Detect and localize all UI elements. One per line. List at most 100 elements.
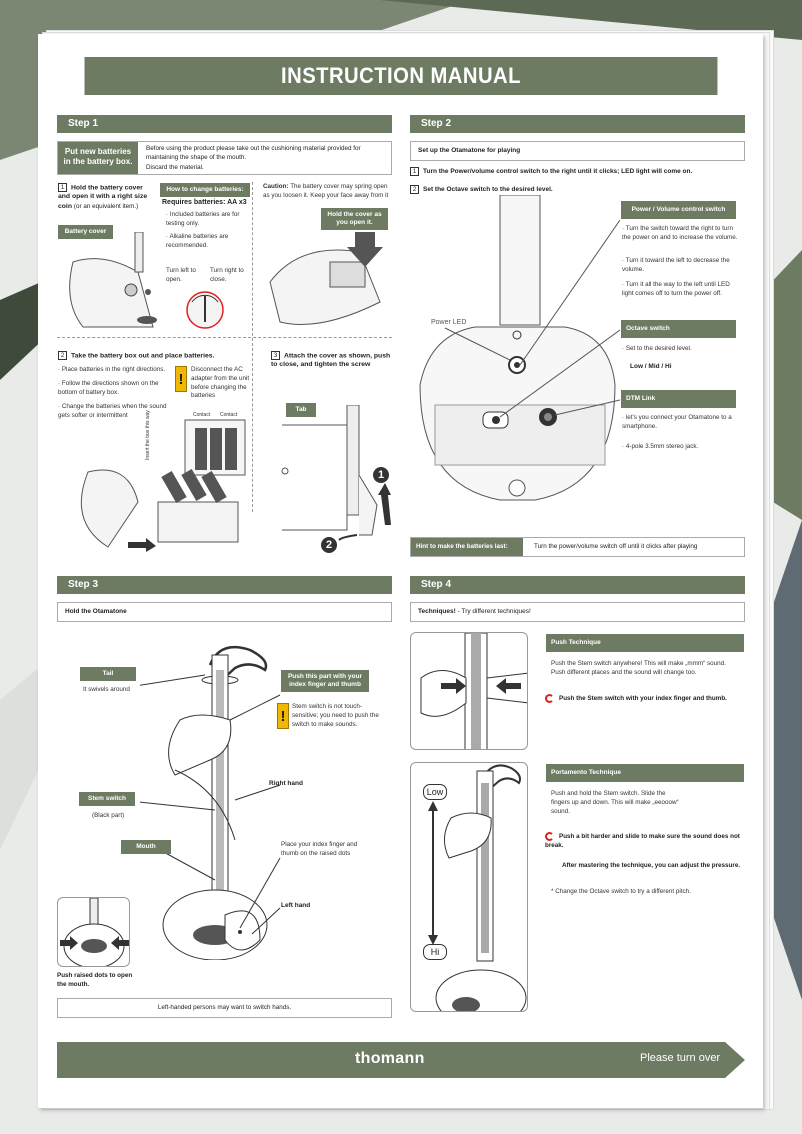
bullet-included-text: Included batteries are for testing only.	[166, 211, 240, 227]
power-bullet-2-text: Turn it toward the left to decrease the …	[622, 257, 730, 273]
step1-intro-label: Put new batteries in the battery box.	[58, 142, 138, 174]
tab-label: Tab	[286, 403, 316, 417]
power-bullet-3: · Turn it all the way to the left until …	[622, 281, 730, 297]
push-technique-text: Push the Stem switch anywhere! This will…	[551, 660, 726, 676]
divider-horizontal	[57, 337, 392, 338]
portamento-tip-1: Push a bit harder and slide to make sure…	[545, 832, 745, 850]
caution-body: The battery cover may spring open as you…	[263, 183, 389, 199]
brand-logo: thomann	[355, 1050, 425, 1067]
bullet-included: · Included batteries are for testing onl…	[166, 211, 240, 227]
bullet-alkaline-text: Alkaline batteries are recommended.	[166, 233, 229, 249]
step1-heading: Step 1	[57, 115, 392, 133]
portamento-label: Portamento Technique	[546, 764, 744, 782]
step2-item1-text: Turn the Power/volume control switch to …	[423, 168, 693, 176]
tail-label: Tail	[80, 667, 136, 681]
step1-intro-line-2: Discard the material.	[146, 164, 204, 171]
item2-bullet-1: · Place batteries in the right direction…	[58, 366, 166, 373]
hint-box: Hint to make the batteries last: Turn th…	[410, 537, 745, 557]
step2-setup-text: Set up the Otamatone for playing	[418, 147, 521, 154]
step2-item2-num: 2	[410, 185, 419, 194]
step1-item2-title: 2 Take the battery box out and place batt…	[58, 351, 248, 360]
power-volume-label: Power / Volume control switch	[621, 201, 736, 219]
hi-pitch-badge: Hi	[423, 944, 447, 960]
step2-item2-text: Set the Octave switch to the desired lev…	[423, 186, 553, 194]
dtm-bullet-2-text: 4-pole 3.5mm stereo jack.	[625, 443, 699, 450]
mouth-detail-illustration	[60, 898, 129, 966]
insert-direction-text: Insert the box this way	[145, 410, 151, 460]
step1-item1-num: 1	[58, 183, 67, 192]
left-handed-box: Left-handed persons may want to switch h…	[57, 998, 392, 1018]
hold-cover-label: Hold the cover as you open it.	[321, 208, 388, 230]
step4-heading: Step 4	[410, 576, 745, 594]
circle-one-badge: 1	[373, 467, 389, 483]
push-part-label: Push this part with your index finger an…	[281, 670, 369, 692]
step2-item1-num: 1	[410, 167, 419, 176]
otamatone-switch-illustration	[419, 195, 620, 501]
push-technique-frame	[410, 632, 528, 750]
warning-icon: !	[175, 366, 187, 392]
hint-text: Turn the power/volume switch off until i…	[534, 543, 698, 550]
warn-ac-text: Disconnect the AC adapter from the unit …	[191, 366, 250, 400]
step2-item1: 1 Turn the Power/volume control switch to…	[410, 167, 750, 177]
mouth-detail-frame	[57, 897, 130, 967]
step1-item3-num: 3	[271, 351, 280, 360]
step3-hold-box: Hold the Otamatone	[57, 602, 392, 622]
page-title: INSTRUCTION MANUAL	[84, 57, 718, 95]
step1-item2-text: Take the battery box out and place batte…	[71, 352, 215, 360]
hold-cover-illustration	[269, 232, 383, 325]
turn-dial-illustration	[186, 291, 224, 329]
divider-vertical	[252, 182, 253, 512]
octave-switch-label: Octave switch	[621, 320, 736, 338]
step3-heading: Step 3	[57, 576, 392, 594]
porta-tip-marker-icon	[545, 832, 554, 841]
item2-bullet-1-text: Place batteries in the right directions.	[61, 366, 166, 373]
push-dots-text: Push raised dots to open the mouth.	[57, 972, 133, 988]
battery-box-illustration	[184, 419, 246, 476]
battery-cover-label: Battery cover	[58, 225, 113, 239]
tail-sub: It swivels around	[83, 686, 130, 693]
portamento-illustration	[428, 764, 527, 1011]
step1-intro-box: Put new batteries in the battery box. Be…	[57, 141, 392, 175]
tip-marker-icon	[545, 694, 554, 703]
push-technique-tip: Push the Stem switch with your index fin…	[545, 694, 745, 704]
caution-text: Caution: The battery cover may spring op…	[263, 183, 393, 201]
step4-techniques-box: Techniques! - Try different techniques!	[410, 602, 745, 622]
turn-right-text: Turn right to close.	[210, 267, 244, 283]
item2-bullet-2: · Follow the directions shown on the bot…	[58, 380, 159, 396]
low-pitch-badge: Low	[423, 784, 447, 800]
power-bullet-2: · Turn it toward the left to decrease th…	[622, 257, 730, 273]
power-bullet-1: · Turn the switch toward the right to tu…	[622, 225, 738, 241]
portamento-tip-2: After mastering the technique, you can a…	[562, 862, 741, 869]
techniques-rest: - Try different techniques!	[455, 608, 531, 615]
hint-label: Hint to make the batteries last:	[411, 538, 523, 556]
push-technique-illustration	[420, 633, 527, 749]
mouth-label: Mouth	[121, 840, 171, 854]
porta-tip1-text: Push a bit harder and slide to make sure…	[545, 833, 740, 849]
item2-bullet-2-text: Follow the directions shown on the botto…	[58, 380, 159, 396]
contact-label-b: Contact	[220, 412, 238, 418]
caution-label: Caution:	[263, 183, 289, 190]
push-tip-text: Push the Stem switch with your index fin…	[559, 695, 727, 703]
dtm-bullet-1: · let's you connect your Otamatone to a …	[622, 414, 732, 430]
right-hand-label: Right hand	[269, 780, 303, 787]
step4-techniques-text: Techniques! - Try different techniques!	[418, 608, 531, 615]
step1-item3-text: Attach the cover as shown, push to close…	[271, 352, 391, 369]
item2-bullet-3: · Change the batteries when the sound ge…	[58, 403, 167, 419]
step1-intro-line-1: Before using the product please take out…	[146, 145, 361, 161]
step1-item2-num: 2	[58, 351, 67, 360]
stem-note: Stem switch is not touch-sensitive; you …	[292, 703, 379, 728]
requires-text: Requires batteries: AA x3	[162, 199, 247, 206]
step1-item1-rest: (or an equivalent item.)	[73, 202, 139, 210]
step2-item2: 2 Set the Octave switch to the desired le…	[410, 185, 750, 195]
octave-bullet: · Set to the desired level.	[622, 345, 692, 352]
techniques-bold: Techniques!	[418, 608, 456, 615]
octave-levels: Low / Mid / Hi	[630, 363, 672, 370]
battery-cover-illustration	[69, 232, 157, 328]
left-hand-label: Left hand	[281, 902, 311, 909]
dtm-link-label: DTM Link	[621, 390, 736, 408]
power-bullet-1-text: Turn the switch toward the right to turn…	[622, 225, 738, 241]
battery-insert-illustration	[80, 469, 239, 552]
octave-bullet-text: Set to the desired level.	[625, 345, 692, 352]
turn-left-text: Turn left to open.	[166, 267, 196, 283]
